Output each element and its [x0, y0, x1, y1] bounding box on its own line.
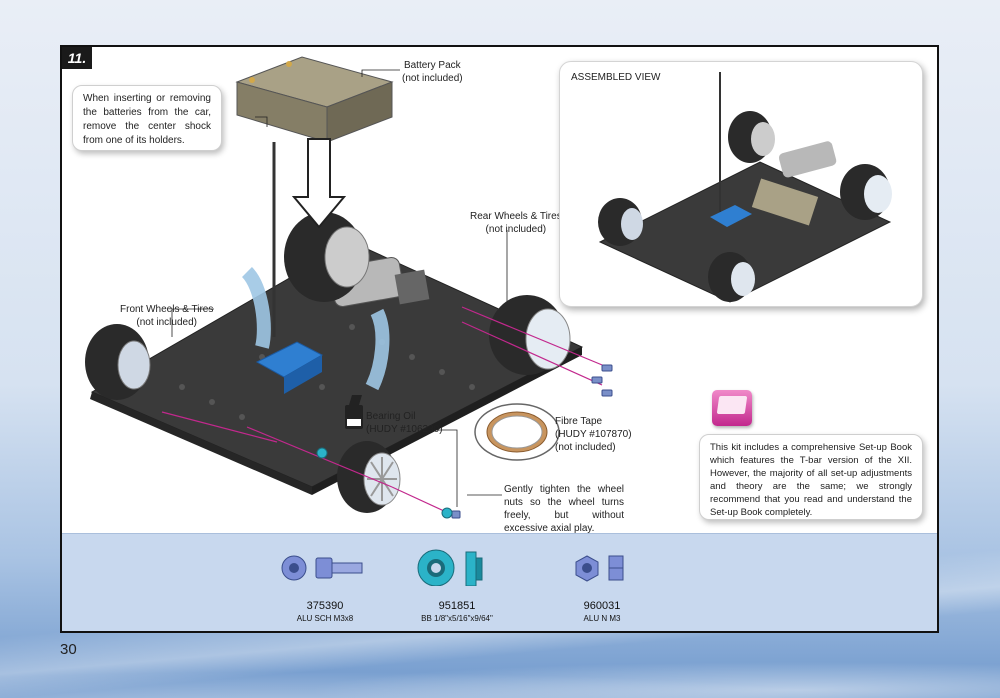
chassis-edge: [90, 392, 312, 495]
part-375390: 375390 ALU SCH M3x8: [265, 546, 385, 623]
part-951851: 951851 BB 1/8"x5/16"x9/64": [397, 546, 517, 623]
assembled-view-panel: ASSEMBLED VIEW: [559, 61, 923, 307]
front-wheels-label: Front Wheels & Tires (not included): [120, 304, 214, 328]
bearing: [316, 447, 328, 459]
tape-strap: [241, 267, 271, 349]
assembly-line: [461, 306, 608, 368]
setup-book-icon: [712, 390, 752, 426]
fibre-tape-label: Fibre Tape (HUDY #107870) (not included): [555, 416, 632, 453]
down-arrow-icon: [291, 138, 347, 229]
hex-nut-icon: [575, 555, 624, 582]
cap-screw-icon: [281, 555, 363, 581]
part-960031: 960031 ALU N M3: [542, 546, 662, 623]
part-desc: ALU N M3: [583, 614, 621, 623]
rear-wheels-label: Rear Wheels & Tires (not included): [470, 211, 562, 235]
part-code: 960031: [583, 600, 621, 612]
page-number: 30: [60, 641, 77, 658]
assembled-view-title: ASSEMBLED VIEW: [571, 72, 661, 83]
parts-list: 375390 ALU SCH M3x8 951851 BB 1/8"x5/16"…: [62, 533, 937, 631]
battery-pack-label: Battery Pack (not included): [402, 60, 463, 84]
chassis-exploded-drawing: [85, 56, 613, 519]
battery-note: When inserting or removing the batteries…: [72, 85, 222, 151]
oil-bottle-icon: [345, 395, 363, 429]
setup-book-note: This kit includes a comprehensive Set-up…: [699, 434, 923, 520]
part-desc: ALU SCH M3x8: [296, 614, 354, 623]
part-desc: BB 1/8"x5/16"x9/64": [421, 614, 493, 623]
part-code: 375390: [306, 600, 344, 612]
instruction-frame: 11.: [60, 45, 939, 633]
screw: [601, 364, 613, 372]
bearing-oil-label: Bearing Oil (HUDY #106230): [366, 411, 443, 435]
step-number: 11.: [62, 47, 92, 69]
wheel-nut-note: Gently tighten the wheel nuts so the whe…: [504, 484, 624, 534]
part-code: 951851: [438, 600, 476, 612]
assembled-car-drawing: [598, 72, 892, 303]
ball-bearing-icon: [417, 549, 483, 586]
